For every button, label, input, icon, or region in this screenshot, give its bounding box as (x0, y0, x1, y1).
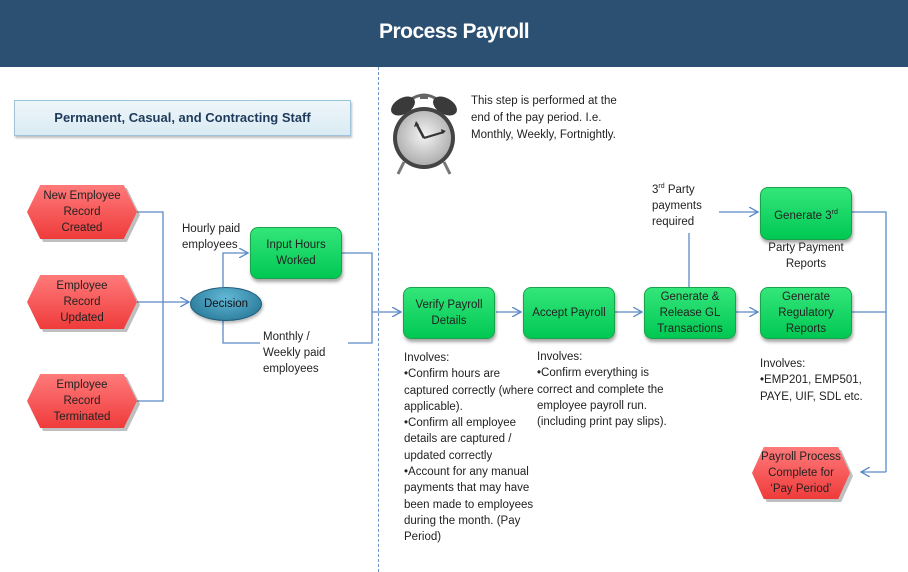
step-verify-payroll-details[interactable]: Verify Payroll Details (403, 287, 495, 339)
section-divider (378, 67, 379, 572)
connector-thirdparty-out (851, 211, 887, 472)
connector-new-record (137, 211, 164, 302)
notes-verify: Involves: •Confirm hours are captured co… (404, 350, 542, 546)
notes-item: •Confirm hours are captured correctly (w… (404, 368, 534, 413)
connector-monthly-merge (348, 312, 373, 344)
connector-terminated (137, 302, 164, 402)
connector-decision-monthly (222, 319, 260, 344)
label-hourly-paid: Hourly paid employees (182, 223, 241, 251)
notes-regulatory: Involves: •EMP201, EMP501, PAYE, UIF, SD… (760, 356, 880, 405)
step-third-party-line2: Party Payment Reports (768, 241, 844, 270)
notes-item: •Confirm everything is correct and compl… (537, 367, 667, 429)
connector-decision-hourly (222, 253, 248, 287)
step-generate-release-gl[interactable]: Generate & Release GL Transactions (644, 287, 736, 339)
step-generate-regulatory-reports[interactable]: Generate Regulatory Reports (760, 287, 852, 339)
notes-heading: Involves: (404, 352, 450, 364)
label-third-party-text: Party payments required (652, 183, 702, 228)
end-payroll-complete[interactable]: Payroll Process Complete for ‘Pay Period… (752, 447, 850, 499)
staff-banner: Permanent, Casual, and Contracting Staff (14, 100, 351, 136)
connector-hours-merge (342, 252, 373, 312)
clock-note: This step is performed at the end of the… (471, 95, 617, 141)
notes-heading: Involves: (537, 351, 583, 363)
superscript: rd (658, 183, 665, 190)
notes-item: •Account for any manual payments that ma… (404, 466, 534, 544)
label-third-party-prefix: 3 (652, 183, 659, 196)
notes-item: •Confirm all employee details are captur… (404, 417, 517, 462)
step-generate-third-party-reports[interactable]: Generate 3rd Party Payment Reports (760, 187, 852, 270)
step-accept-payroll[interactable]: Accept Payroll (523, 287, 615, 339)
notes-heading: Involves: (760, 358, 806, 370)
trigger-new-employee-record[interactable]: New Employee Record Created (27, 185, 137, 239)
step-third-party-line1: Generate 3 (774, 209, 832, 222)
page-title: Process Payroll (378, 20, 530, 43)
header-bar: Process Payroll (0, 0, 908, 67)
label-monthly-weekly-paid: Monthly / Weekly paid employees (263, 329, 326, 377)
step-input-hours-worked[interactable]: Input Hours Worked (250, 227, 342, 279)
trigger-employee-record-updated[interactable]: Employee Record Updated (27, 275, 137, 329)
notes-item: •EMP201, EMP501, PAYE, UIF, SDL etc. (760, 374, 863, 403)
superscript: rd (831, 209, 838, 216)
alarm-clock-icon (391, 93, 457, 175)
decision-node[interactable]: Decision (190, 287, 262, 321)
trigger-employee-record-terminated[interactable]: Employee Record Terminated (27, 374, 137, 428)
notes-accept: Involves: •Confirm everything is correct… (537, 349, 675, 430)
label-third-party-payments: 3rd Party payments required (652, 179, 702, 230)
